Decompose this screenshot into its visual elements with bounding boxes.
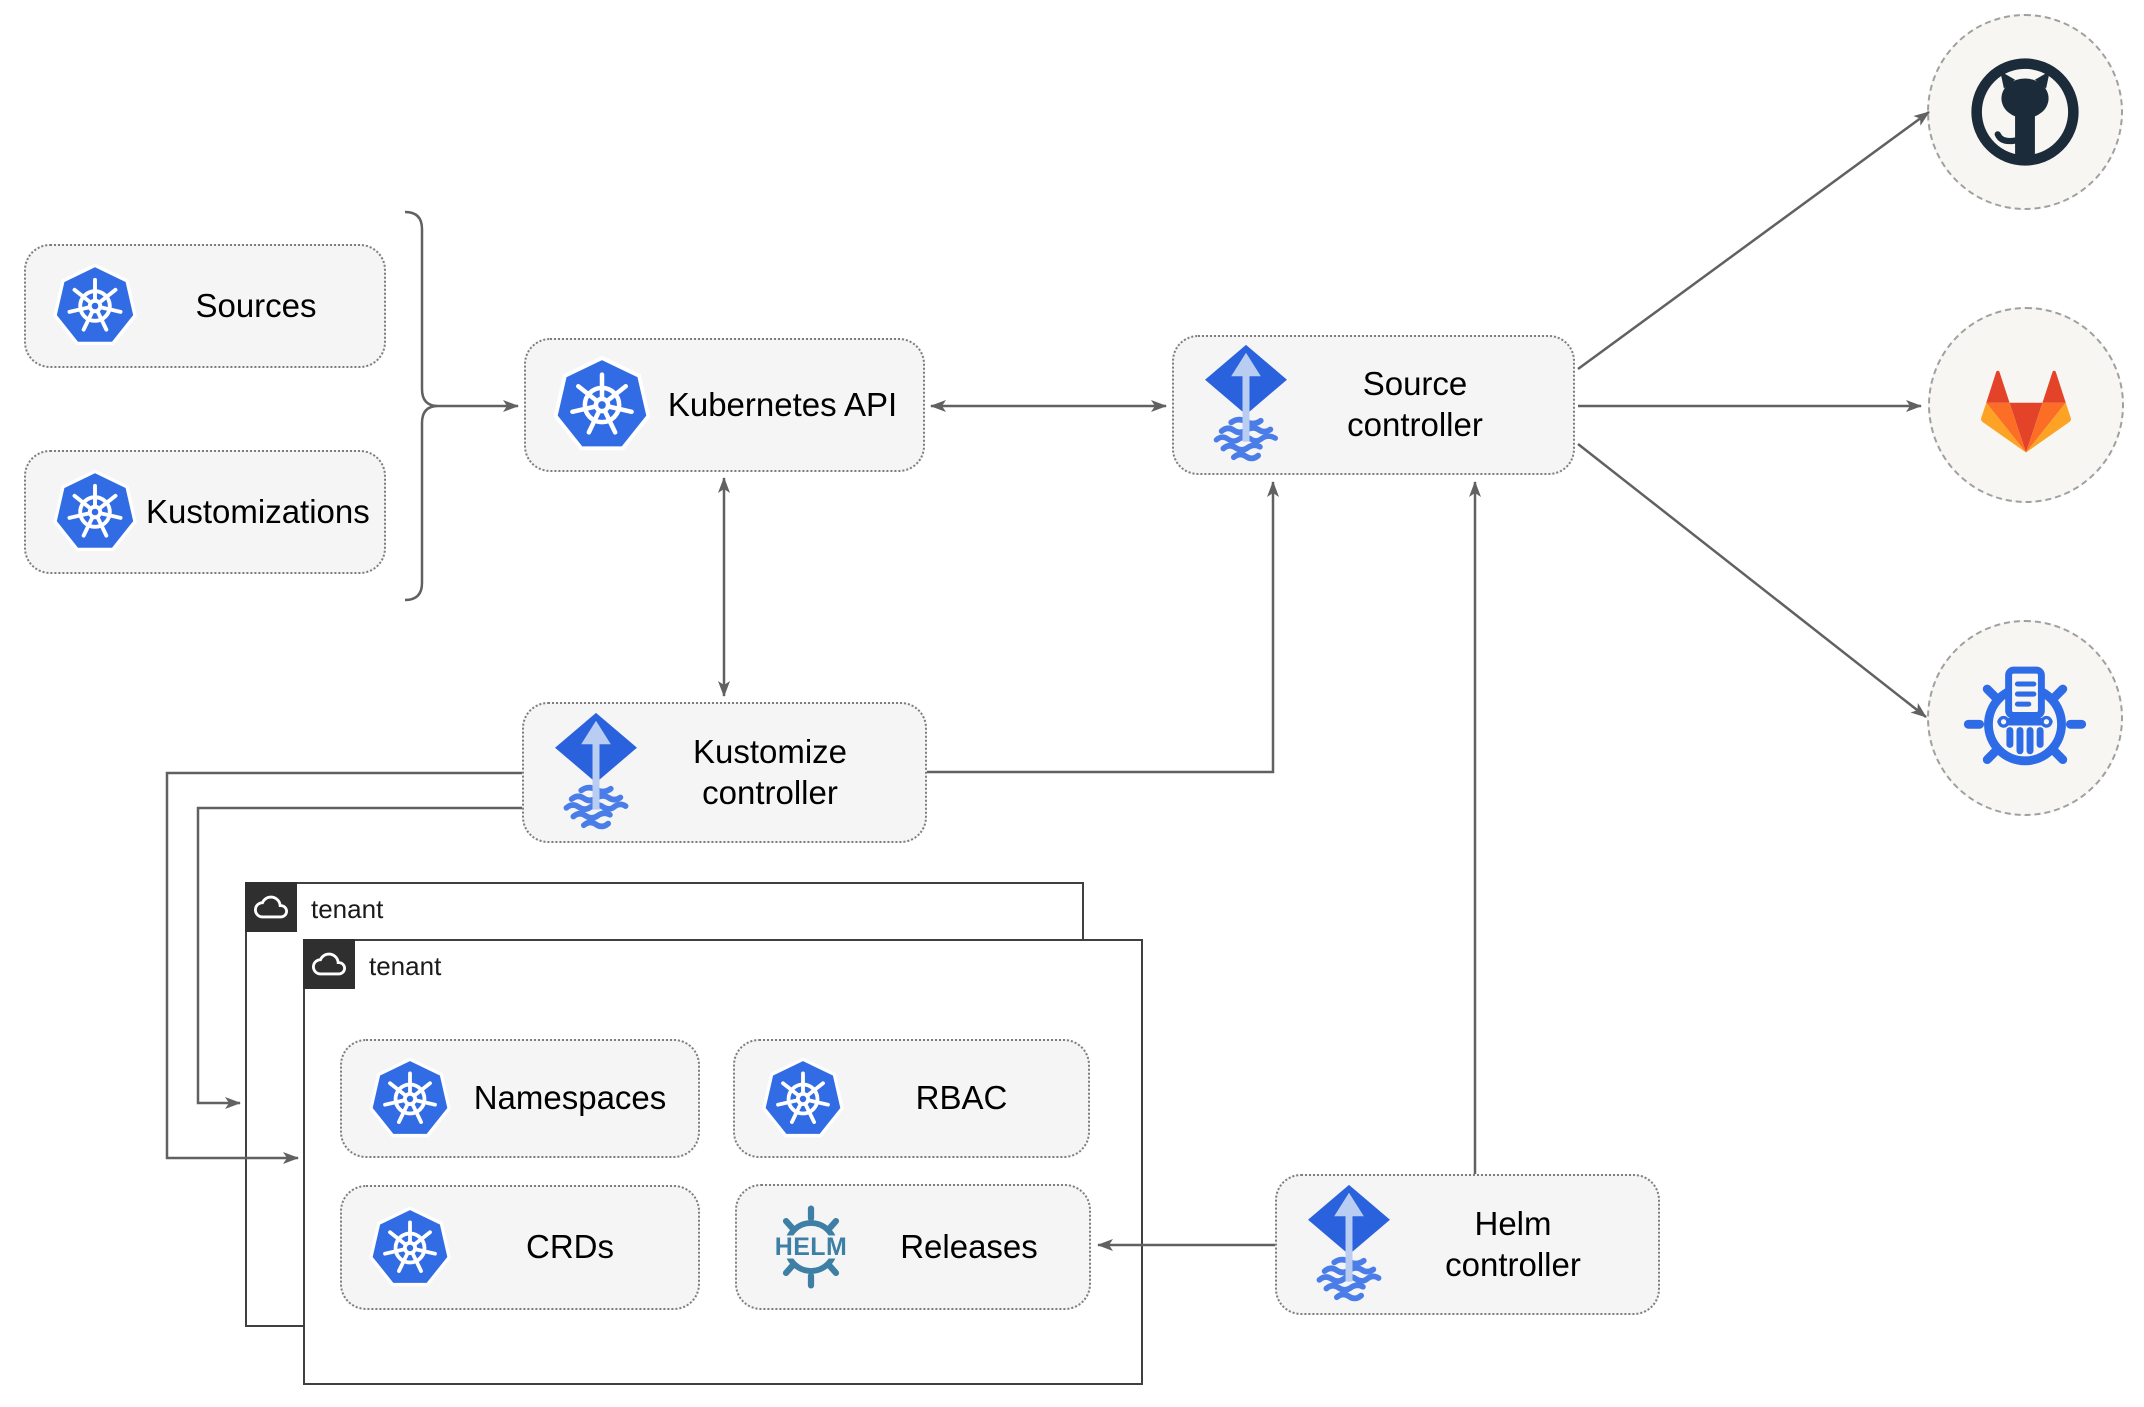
group-bracket [404, 210, 439, 602]
node-kustomize-controller: Kustomize controller [522, 702, 927, 843]
node-releases: HELM Releases [735, 1184, 1091, 1310]
flux-icon [1200, 344, 1292, 466]
node-kubernetes-api: Kubernetes API [524, 338, 925, 472]
node-namespaces: Namespaces [340, 1039, 700, 1158]
helm-logo-text: HELM [775, 1233, 848, 1261]
gitlab-circle [1928, 307, 2124, 503]
flux-icon [550, 712, 642, 834]
node-kubernetes-api-label: Kubernetes API [667, 385, 898, 423]
flux-icon [1303, 1184, 1395, 1306]
arrow-source-to-chartmuseum [1577, 443, 1927, 718]
kubernetes-icon [552, 354, 652, 456]
node-helm-controller: Helm controller [1275, 1174, 1660, 1315]
tenant-front-tab [302, 938, 355, 989]
node-source-controller: Source controller [1172, 335, 1575, 475]
arrow-source-to-github [1577, 110, 1930, 371]
node-sources: Sources [24, 244, 386, 368]
tenant-front-label: tenant [369, 951, 442, 981]
node-sources-label: Sources [195, 286, 317, 324]
kubernetes-icon [761, 1056, 845, 1142]
kubernetes-icon [368, 1205, 452, 1291]
node-source-controller-label: Source controller [1347, 365, 1483, 443]
node-kustomizations: Kustomizations [24, 450, 386, 574]
chartmuseum-icon [1963, 666, 2087, 766]
kubernetes-icon [52, 468, 138, 556]
tenant-back-label: tenant [311, 894, 384, 924]
github-icon [1971, 58, 2079, 166]
chartmuseum-circle [1927, 620, 2123, 816]
kubernetes-icon [368, 1056, 452, 1142]
node-kustomizations-label: Kustomizations [146, 492, 370, 530]
tenant-back-tab [244, 881, 297, 932]
node-releases-label: Releases [900, 1227, 1038, 1265]
cloud-icon [311, 952, 346, 975]
arrow-kustomize-to-source [927, 481, 1279, 774]
helm-icon: HELM [763, 1199, 859, 1295]
node-namespaces-label: Namespaces [473, 1079, 667, 1117]
github-circle [1927, 14, 2123, 210]
cloud-icon [253, 895, 288, 918]
kubernetes-icon [52, 262, 138, 350]
node-helm-controller-label: Helm controller [1445, 1204, 1581, 1283]
gitlab-icon [1981, 370, 2071, 453]
node-crds: CRDs [340, 1185, 700, 1310]
node-rbac-label: RBAC [915, 1079, 1008, 1117]
node-rbac: RBAC [733, 1039, 1090, 1158]
tenant-box-front: tenant [302, 938, 1143, 1385]
node-kustomize-controller-label: Kustomize controller [692, 732, 848, 811]
node-crds-label: CRDs [526, 1228, 614, 1266]
